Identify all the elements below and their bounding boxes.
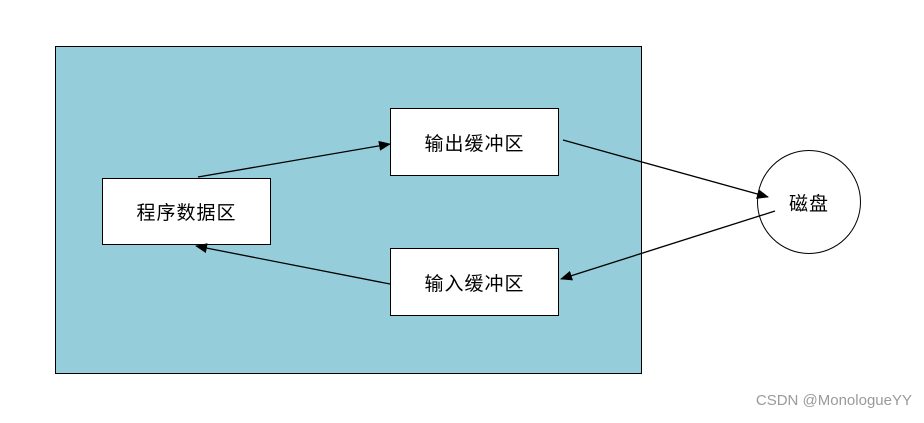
watermark: CSDN @MonologueYY [755,392,912,409]
input-buffer-label: 输入缓冲区 [424,272,525,295]
disk-label: 磁盘 [788,192,829,215]
output-buffer-box: 输出缓冲区 [390,108,559,176]
output-buffer-label: 输出缓冲区 [424,132,525,155]
input-buffer-box: 输入缓冲区 [390,248,559,316]
disk-circle: 磁盘 [757,150,861,254]
program-data-area-box: 程序数据区 [102,178,271,245]
program-data-area-label: 程序数据区 [136,202,237,224]
